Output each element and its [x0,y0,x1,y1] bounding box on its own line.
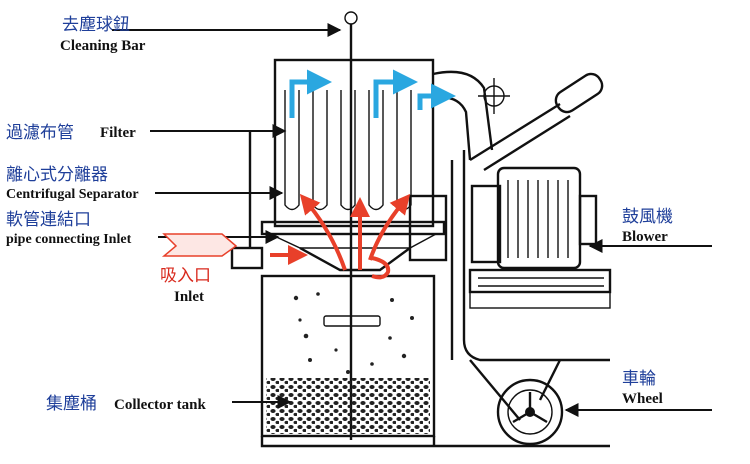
label-filter: 過濾布管 Filter [6,123,136,143]
separator-zh: 離心式分離器 [6,165,108,185]
label-pipe-inlet: 軟管連結口 pipe connecting Inlet [6,210,132,247]
label-wheel: 車輪 Wheel [622,369,663,407]
label-blower: 鼓風機 Blower [622,207,673,245]
filter-en: Filter [100,125,136,141]
blower-en: Blower [622,229,668,245]
wheel-zh: 車輪 [622,369,656,389]
filter-housing [273,58,435,228]
label-inlet: 吸入口 Inlet [160,266,211,305]
inlet-en: Inlet [174,289,204,305]
collector-tank [260,274,436,438]
pipe-inlet-zh: 軟管連結口 [6,210,91,230]
filter-tubes [284,90,412,211]
blower-zh: 鼓風機 [622,207,673,227]
collector-zh: 集塵桶 [46,394,97,414]
cleaning-bar-zh: 去塵球鈕 [62,15,130,35]
pipe-inlet-en: pipe connecting Inlet [6,232,132,247]
dust-particles [293,292,414,374]
inlet-zh: 吸入口 [160,266,211,286]
separator-en: Centrifugal Separator [6,187,139,202]
machine-body [230,11,612,448]
airflow-blue [289,69,456,118]
wheel-graphic [496,378,564,446]
cleaning-bar-en: Cleaning Bar [60,38,146,54]
label-separator: 離心式分離器 Centrifugal Separator [6,165,139,202]
filter-zh: 過濾布管 [6,123,74,143]
label-cleaning-bar: 去塵球鈕 Cleaning Bar [60,15,146,54]
airflow-red [270,193,411,280]
collector-en: Collector tank [114,397,206,413]
wheel-en: Wheel [622,391,663,407]
inlet-arrow [161,233,238,257]
cleaning-bar-knob [344,11,358,25]
label-collector: 集塵桶 Collector tank [46,394,206,414]
